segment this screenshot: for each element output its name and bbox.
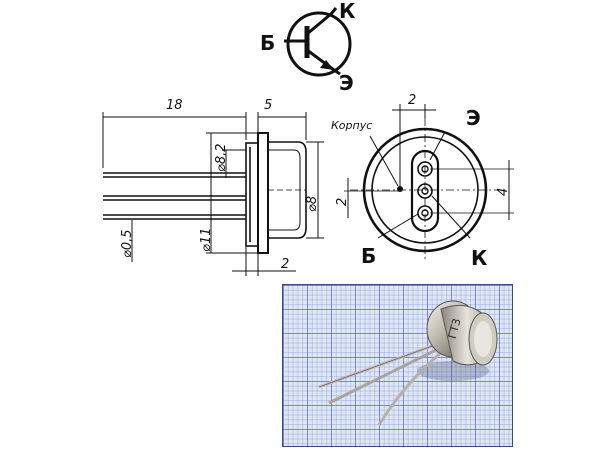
dim-flange: 5 xyxy=(264,98,272,113)
bottom-dim-right: 4 xyxy=(496,188,511,196)
bottom-view xyxy=(344,104,514,262)
dim-lead: ⌀0,5 xyxy=(120,229,135,258)
dim-bottom: 2 xyxy=(281,257,289,272)
case-label: Корпус xyxy=(331,119,372,132)
bottom-collector-label: К xyxy=(471,246,488,270)
symbol-collector-label: К xyxy=(339,0,356,23)
dim-d82: ⌀8,2 xyxy=(214,143,229,172)
dim-d11: ⌀11 xyxy=(199,228,214,252)
bottom-base-label: Б xyxy=(361,244,376,268)
transistor-symbol xyxy=(284,7,352,77)
symbol-base-label: Б xyxy=(260,31,275,55)
photo-marking: ГТ3 xyxy=(446,317,464,340)
dim-length: 18 xyxy=(166,98,183,113)
bottom-emitter-label: Э xyxy=(466,106,481,130)
bottom-dim-top: 2 xyxy=(408,93,416,108)
transistor-photo-art: ГТ3 xyxy=(318,300,498,426)
transistor-photo: ГТ3 xyxy=(282,284,513,447)
symbol-emitter-label: Э xyxy=(339,71,354,95)
bottom-dim-left: 2 xyxy=(335,198,350,206)
side-view xyxy=(102,112,324,276)
dim-d8: ⌀8 xyxy=(305,196,320,212)
